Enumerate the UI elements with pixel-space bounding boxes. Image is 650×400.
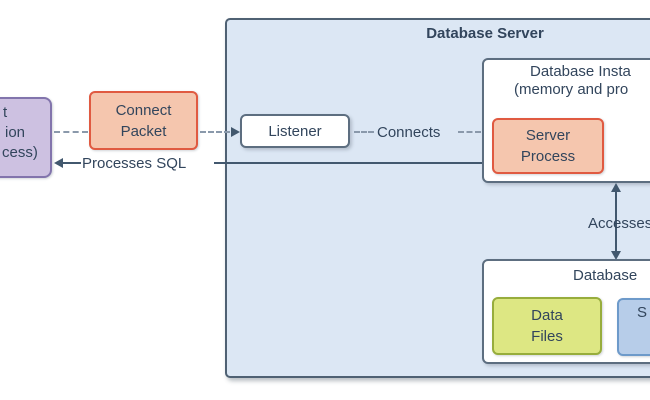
client-application-label: t ion cess) [2,104,38,161]
dashed-line-listener-to-connects [354,131,374,133]
listener-box: Listener [240,114,350,148]
data-files-box: Data Files [492,297,602,355]
arrowhead-up-to-instance [611,183,621,192]
client-application-box [0,97,52,178]
arrowhead-into-listener [231,127,240,137]
file-box-2-label: S [637,304,648,321]
connects-label: Connects [377,124,441,141]
database-instance-title-line2: (memory and pro [514,81,629,98]
arrowhead-down-to-database [611,251,621,260]
dashed-line-packet-to-listener [200,131,230,133]
database-instance-title-line1: Database Insta [530,63,631,80]
accesses-label: Accesses [588,215,650,232]
arrowhead-into-client [54,158,63,168]
file-box-2 [617,298,650,356]
accesses-arrow-line [615,191,617,253]
dashed-line-connects-to-process [458,131,481,133]
connect-packet-box: Connect Packet [89,91,198,150]
dashed-line-client-to-packet [54,131,88,133]
solid-line-right-segment [214,162,484,164]
database-title: Database [573,267,638,284]
processes-sql-label: Processes SQL [82,155,187,172]
database-server-title: Database Server [426,25,544,42]
server-process-box: Server Process [492,118,604,174]
solid-line-left-segment [63,162,81,164]
